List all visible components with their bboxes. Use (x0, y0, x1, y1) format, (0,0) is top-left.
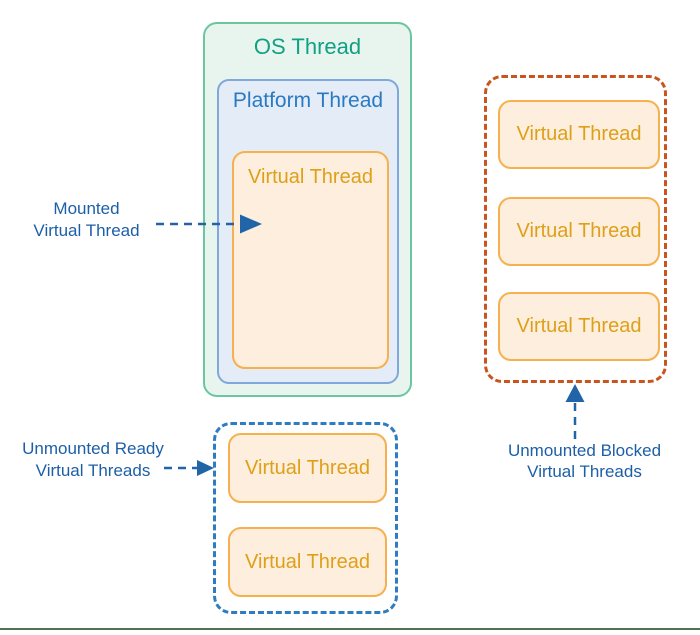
virtual-thread-label: Virtual Thread (245, 550, 370, 573)
virtual-thread-label: Virtual Thread (516, 123, 642, 145)
blocked-arrow-head-icon (565, 384, 585, 402)
ready-arrow-head-icon (197, 460, 214, 476)
ready-virtual-thread-box: Virtual Thread (228, 433, 387, 503)
annotation-line: Unmounted Ready (22, 439, 164, 458)
annotation-line: Virtual Thread (33, 221, 140, 240)
blocked-virtual-thread-box: Virtual Thread (498, 100, 660, 169)
annotation-line: Virtual Threads (35, 461, 151, 480)
annotation-line: Mounted (53, 199, 120, 218)
annotation-line: Virtual Threads (527, 462, 642, 481)
blocked-virtual-thread-box: Virtual Thread (498, 292, 660, 361)
platform-thread-box: Platform Thread Virtual Thread (217, 79, 399, 384)
mounted-virtual-thread-title: Virtual Thread (248, 166, 373, 188)
mounted-virtual-thread-box: Virtual Thread (232, 151, 389, 369)
bottom-divider (0, 628, 700, 630)
mounted-virtual-thread-annotation: Mounted Virtual Thread (14, 198, 159, 242)
platform-thread-title: Platform Thread (232, 89, 384, 112)
blocked-virtual-thread-box: Virtual Thread (498, 197, 660, 266)
unmounted-ready-annotation: Unmounted Ready Virtual Threads (10, 438, 176, 482)
virtual-thread-label: Virtual Thread (516, 315, 642, 337)
blocked-virtual-threads-container: Virtual Thread Virtual Thread Virtual Th… (484, 75, 667, 383)
annotation-line: Unmounted Blocked (507, 441, 662, 460)
ready-virtual-thread-box: Virtual Thread (228, 527, 387, 597)
virtual-thread-label: Virtual Thread (245, 456, 370, 479)
os-thread-box: OS Thread Platform Thread Virtual Thread (203, 22, 412, 397)
unmounted-blocked-annotation: Unmounted Blocked Virtual Threads (492, 440, 677, 482)
virtual-thread-label: Virtual Thread (516, 220, 642, 242)
os-thread-title: OS Thread (253, 34, 362, 59)
blocked-arrow (565, 384, 585, 439)
ready-virtual-threads-container: Virtual Thread Virtual Thread (213, 422, 398, 614)
